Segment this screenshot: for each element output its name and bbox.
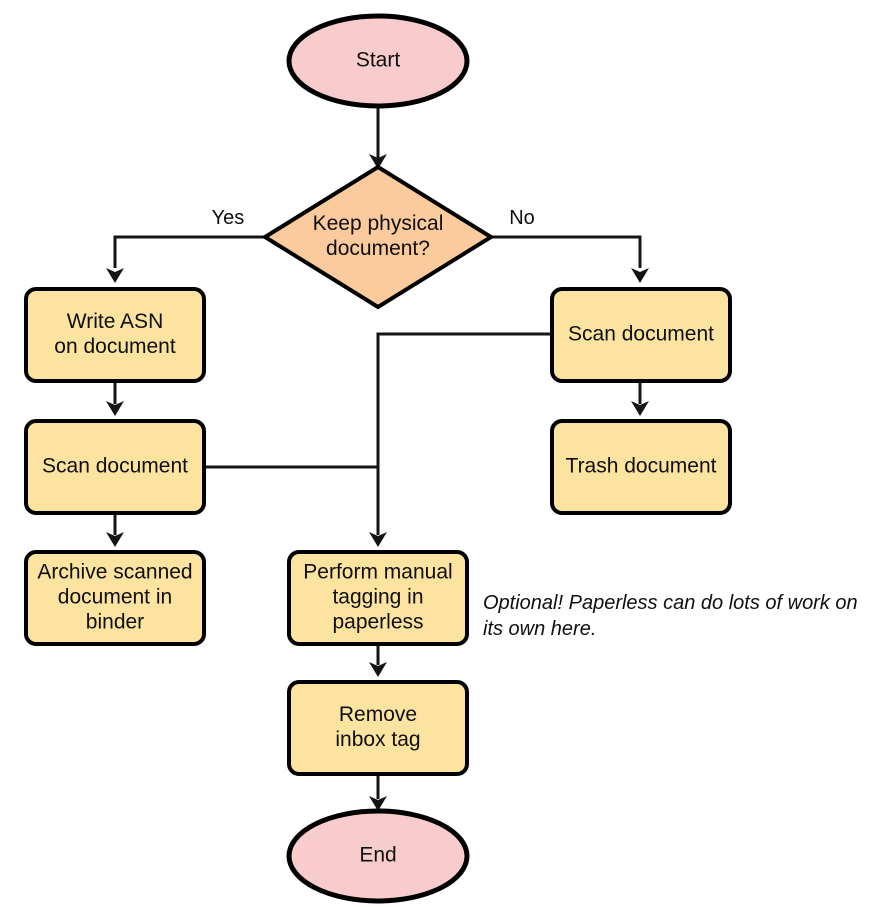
annotation-line: Optional! Paperless can do lots of work … <box>483 592 858 614</box>
decision-shape <box>261 164 495 310</box>
node-label: binder <box>86 611 144 634</box>
node-label: Write ASN <box>67 310 163 333</box>
edge-line <box>376 332 552 535</box>
flow-edge-tagging-to-removetag <box>369 644 387 677</box>
flow-edge-decide-to-scanright: No <box>491 207 649 283</box>
flow-node-trash[interactable]: Trash document <box>550 419 732 515</box>
process-shape <box>24 550 206 646</box>
node-label: Perform manual <box>303 561 452 584</box>
node-label: Start <box>356 49 401 72</box>
flow-edge-removetag-to-end <box>369 774 387 811</box>
edges-layer: Yes No <box>106 107 649 811</box>
edge-label-no: No <box>509 207 535 229</box>
annotation-line: its own here. <box>483 618 596 640</box>
flow-node-scanleft[interactable]: Scan document <box>24 419 206 515</box>
node-label: Scan document <box>42 455 188 478</box>
edge-label-yes: Yes <box>212 207 245 229</box>
node-label: Scan document <box>568 323 714 346</box>
edge-arrowhead <box>369 662 387 677</box>
flow-edge-scanright-to-tagging <box>369 332 552 547</box>
flow-edge-start-to-decide <box>369 107 387 169</box>
node-label: Archive scanned <box>37 561 192 584</box>
process-shape <box>287 550 469 646</box>
annotation-optional-note: Optional! Paperless can do lots of work … <box>483 592 858 640</box>
node-label: document? <box>326 237 430 260</box>
annotations-layer: Optional! Paperless can do lots of work … <box>483 592 858 640</box>
terminal-shape <box>286 13 470 109</box>
edge-arrowhead <box>106 401 124 416</box>
node-label: paperless <box>332 611 423 634</box>
node-label: tagging in <box>332 586 423 609</box>
flow-edge-decide-to-writeasn: Yes <box>106 207 265 283</box>
edge-arrowhead <box>631 401 649 416</box>
edge-arrowhead <box>106 268 124 283</box>
node-label: inbox tag <box>335 728 420 751</box>
flow-edge-writeasn-to-scanleft <box>106 381 124 416</box>
edge-line <box>113 235 265 268</box>
process-shape <box>550 419 732 515</box>
node-label: Remove <box>339 703 417 726</box>
flow-node-scanright[interactable]: Scan document <box>550 287 732 383</box>
process-shape <box>287 680 469 776</box>
process-shape <box>550 287 732 383</box>
flow-node-start[interactable]: Start <box>286 13 470 109</box>
edge-arrowhead <box>369 532 387 547</box>
edge-line <box>491 235 642 268</box>
node-label: Keep physical <box>313 212 444 235</box>
flow-node-end[interactable]: End <box>286 808 470 904</box>
node-label: End <box>359 844 396 867</box>
node-label: on document <box>54 335 176 358</box>
edge-arrowhead <box>106 532 124 547</box>
terminal-shape <box>286 808 470 904</box>
node-label: document in <box>58 586 172 609</box>
flow-edge-scanleft-to-archive <box>106 513 124 547</box>
edge-arrowhead <box>369 154 387 169</box>
flow-edge-scanright-to-trash <box>631 381 649 416</box>
process-shape <box>24 287 206 383</box>
process-shape <box>24 419 206 515</box>
edge-arrowhead <box>631 268 649 283</box>
node-label: Trash document <box>566 455 717 478</box>
edge-arrowhead <box>369 796 387 811</box>
